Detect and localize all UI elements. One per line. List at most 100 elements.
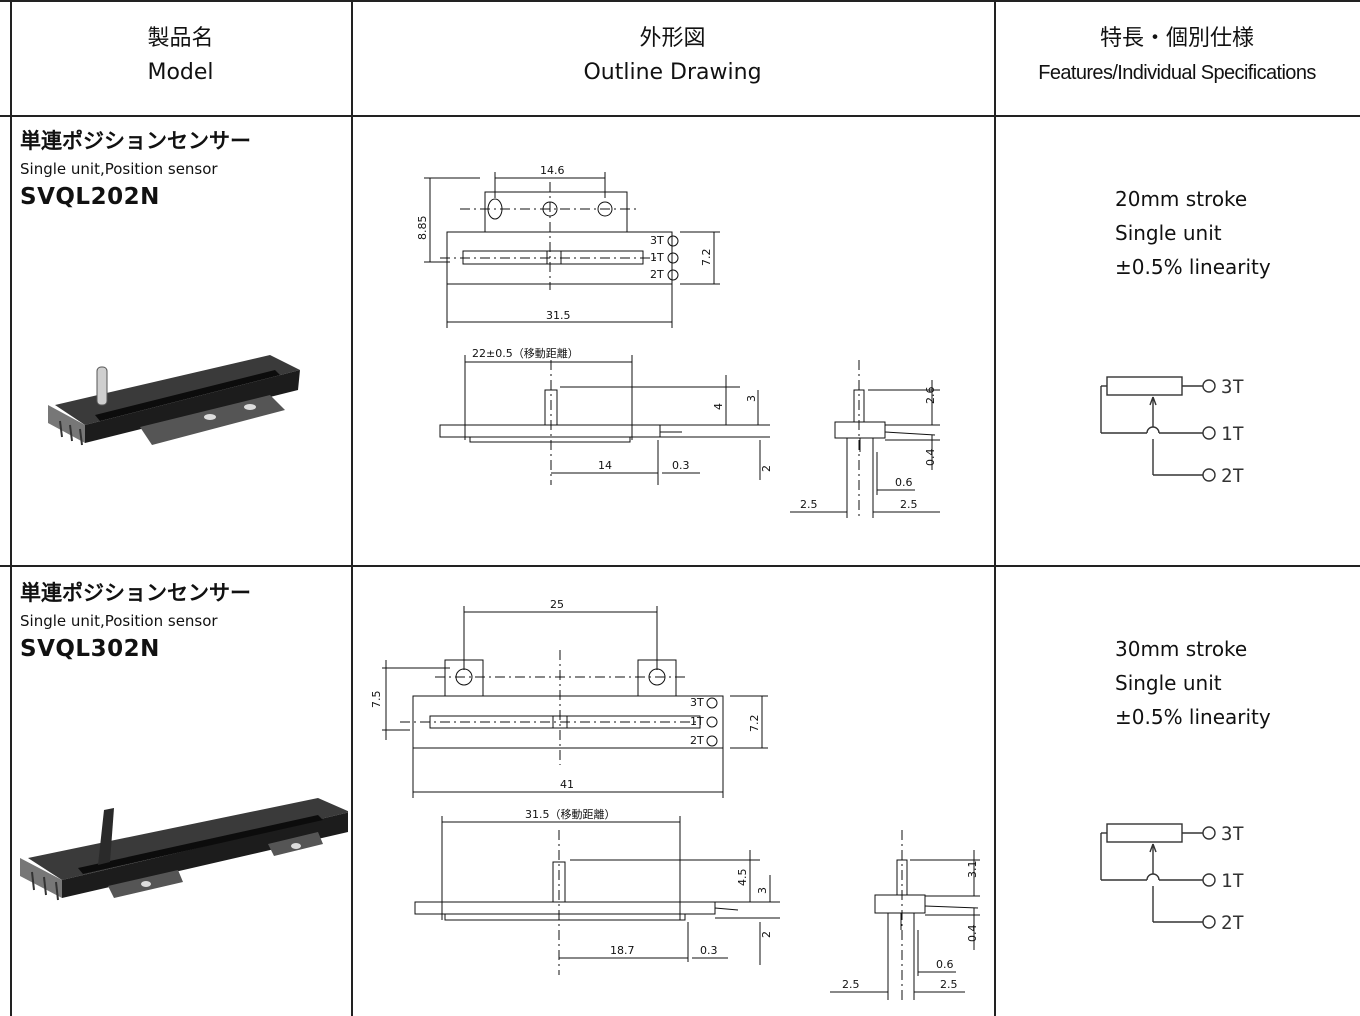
dim-pin: 0.6 <box>895 476 913 489</box>
dim-travel: 22±0.5（移動距離） <box>472 346 579 360</box>
photo-pin <box>43 876 47 896</box>
resistor-symbol <box>1106 823 1183 843</box>
outline-drawing: 25 7.5 7.2 41 31.5（移動距離） 4.5 3 18.7 0.3 … <box>370 598 980 1002</box>
dim-side-height: 2.6 <box>924 387 937 405</box>
terminal-pin <box>667 235 679 247</box>
body-front-base <box>469 436 631 443</box>
column-divider <box>994 0 996 1016</box>
body-outline <box>412 695 724 749</box>
dim-knob-height: 4.5 <box>736 869 749 887</box>
body-front-base <box>444 913 686 921</box>
header-outline-jp: 外形図 <box>639 26 706 51</box>
features-cell: 30mm stroke Single unit ±0.5% linearity <box>1115 632 1271 734</box>
dim-knob-top: 3 <box>745 395 758 402</box>
terminal-label-1t: 1T <box>1221 423 1244 445</box>
dim-length: 41 <box>560 778 574 791</box>
header-divider <box>0 115 1360 117</box>
product-photo <box>20 798 348 901</box>
photo-terminals <box>48 405 85 443</box>
terminal-pin <box>706 735 718 747</box>
table-border-left <box>10 0 12 1016</box>
terminal-label-2t: 2T <box>1221 912 1244 934</box>
model-cell: 単連ポジションセンサー Single unit,Position sensor … <box>20 578 251 664</box>
photo-body-side <box>85 370 300 443</box>
header-features: 特長・個別仕様 Features/Individual Specificatio… <box>994 22 1360 90</box>
dim-base: 2 <box>760 465 773 472</box>
terminal-1t <box>1202 426 1216 440</box>
dim-hole-pitch: 14.6 <box>540 164 565 177</box>
product-name-en: Single unit,Position sensor <box>20 160 218 178</box>
feature-linearity: ±0.5% linearity <box>1115 255 1271 279</box>
terminal-label-2t: 2T <box>690 734 704 747</box>
dim-base: 2 <box>760 931 773 938</box>
dim-knob-top: 3 <box>756 887 769 894</box>
header-outline: 外形図 Outline Drawing <box>351 22 994 90</box>
dim-pitch-b: 2.5 <box>900 498 918 511</box>
model-cell: 単連ポジションセンサー Single unit,Position sensor … <box>20 126 251 212</box>
side-body <box>834 421 886 439</box>
side-body <box>874 894 926 914</box>
header-model-en: Model <box>147 60 214 85</box>
dim-pin: 0.6 <box>936 958 954 971</box>
dim-travel: 31.5（移動距離） <box>525 807 616 821</box>
header-outline-en: Outline Drawing <box>583 60 762 85</box>
dim-offset: 14 <box>598 459 612 472</box>
terminal-label-2t: 2T <box>650 268 664 281</box>
product-name-jp: 単連ポジションセンサー <box>20 129 251 153</box>
dim-side-height: 3.1 <box>966 861 979 879</box>
dim-knob-height: 4 <box>712 403 725 410</box>
body-front <box>414 901 716 915</box>
model-code: SVQL202N <box>20 184 160 210</box>
model-code: SVQL302N <box>20 636 160 662</box>
terminal-pin <box>667 252 679 264</box>
terminal-label-1t: 1T <box>690 715 704 728</box>
dim-height: 7.5 <box>370 691 383 709</box>
table-border-top <box>0 0 1360 2</box>
dim-length: 31.5 <box>546 309 571 322</box>
dim-side-thickness: 0.4 <box>966 925 979 943</box>
terminal-3t <box>1202 379 1216 393</box>
photo-pin <box>31 871 35 891</box>
body-front <box>439 424 661 438</box>
terminal-pin <box>706 716 718 728</box>
photo-mount-hole <box>291 843 301 849</box>
product-name-en: Single unit,Position sensor <box>20 612 218 630</box>
feature-linearity: ±0.5% linearity <box>1115 705 1271 729</box>
product-name-jp: 単連ポジションセンサー <box>20 581 251 605</box>
terminal-3t <box>1202 826 1216 840</box>
terminal-2t <box>1202 915 1216 929</box>
dim-gap: 0.3 <box>700 944 718 957</box>
terminal-label-3t: 3T <box>1221 376 1244 398</box>
dim-pitch-a: 2.5 <box>842 978 860 991</box>
photo-pin <box>55 881 59 901</box>
terminal-label-1t: 1T <box>1221 870 1244 892</box>
header-features-en: Features/Individual Specifications <box>1038 62 1316 84</box>
feature-stroke: 20mm stroke <box>1115 187 1248 211</box>
feature-unit: Single unit <box>1115 671 1222 695</box>
dim-height: 8.85 <box>416 216 429 241</box>
header-features-jp: 特長・個別仕様 <box>1099 26 1254 51</box>
photo-pin <box>59 420 63 438</box>
terminal-2t <box>1202 468 1216 482</box>
circuit-schematic: 3T 1T 2T <box>1100 376 1244 487</box>
photo-slot <box>95 370 280 421</box>
dim-pitch-a: 2.5 <box>800 498 818 511</box>
photo-slot <box>78 815 323 874</box>
column-divider <box>351 0 353 1016</box>
terminal-label-3t: 3T <box>650 234 664 247</box>
terminal-pin <box>706 697 718 709</box>
dim-side-thickness: 0.4 <box>924 449 937 467</box>
terminal-pin <box>667 269 679 281</box>
mount-hole <box>597 201 613 217</box>
terminal-label-1t: 1T <box>650 251 664 264</box>
dim-offset: 18.7 <box>610 944 635 957</box>
photo-body-top <box>55 355 300 425</box>
terminal-1t <box>1202 873 1216 887</box>
dim-pitch-b: 2.5 <box>940 978 958 991</box>
photo-pin <box>79 428 83 446</box>
row-divider <box>0 565 1360 567</box>
photo-mount-hole <box>141 881 151 887</box>
photo-pin <box>69 424 73 442</box>
dim-hole-pitch: 25 <box>550 598 564 611</box>
